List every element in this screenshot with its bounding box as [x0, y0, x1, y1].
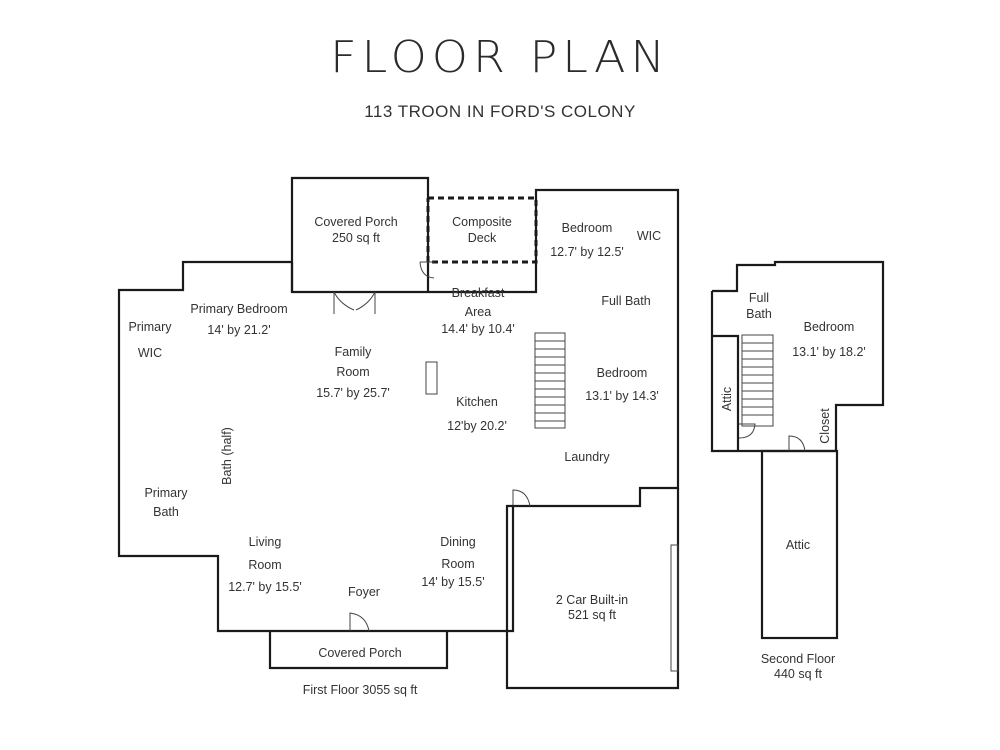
- family-room-size: 15.7' by 25.7': [316, 386, 390, 400]
- garage-wall: [505, 488, 680, 690]
- breakfast-area-label: Breakfast: [452, 286, 505, 300]
- kitchen-label: Kitchen: [456, 395, 498, 409]
- bedroom-mid-size: 13.1' by 14.3': [585, 389, 659, 403]
- covered-porch-bottom-label: Covered Porch: [318, 646, 401, 660]
- wic-label: WIC: [637, 229, 661, 243]
- living-room-size: 12.7' by 15.5': [228, 580, 302, 594]
- primary-bath-label-2: Bath: [153, 505, 179, 519]
- attic-left-label: Attic: [720, 387, 734, 411]
- garage-area: 521 sq ft: [568, 608, 616, 622]
- garage-door: [670, 544, 679, 672]
- primary-bath-label: Primary: [144, 486, 188, 500]
- composite-deck-label: Composite: [452, 215, 512, 229]
- door-arc: [512, 489, 531, 507]
- covered-porch-top-label: Covered Porch: [314, 215, 397, 229]
- dining-room-label: Dining: [440, 535, 475, 549]
- bedroom-top-label: Bedroom: [562, 221, 613, 235]
- first-floor-outer-wall: [117, 176, 680, 633]
- french-door: [333, 291, 376, 314]
- attic-left-wall: [712, 334, 740, 451]
- kitchen-size: 12'by 20.2': [447, 419, 507, 433]
- covered-porch-top-area: 250 sq ft: [332, 231, 380, 245]
- composite-deck-outline: [426, 196, 538, 264]
- laundry-label: Laundry: [564, 450, 610, 464]
- second-bedroom-label: Bedroom: [804, 320, 855, 334]
- door-arc: [419, 261, 435, 279]
- door-arc: [738, 423, 756, 439]
- breakfast-area-size: 14.4' by 10.4': [441, 322, 515, 336]
- door-arc: [349, 612, 370, 632]
- second-bedroom-size: 13.1' by 18.2': [792, 345, 866, 359]
- kitchen-island: [425, 361, 438, 395]
- second-floor-area: 440 sq ft: [774, 667, 822, 681]
- closet-label: Closet: [818, 408, 832, 444]
- attic-bottom-outline: [760, 449, 839, 640]
- full-bath-label: Full Bath: [601, 294, 650, 308]
- breakfast-area-label-2: Area: [465, 305, 491, 319]
- first-floor-caption: First Floor 3055 sq ft: [303, 683, 418, 697]
- bath-half-label: Bath (half): [220, 427, 234, 485]
- composite-deck-label-2: Deck: [468, 231, 497, 245]
- garage-label: 2 Car Built-in: [556, 593, 628, 607]
- primary-bedroom-size: 14' by 21.2': [207, 323, 270, 337]
- dining-room-size: 14' by 15.5': [421, 575, 484, 589]
- second-full-bath-label: Full: [749, 291, 769, 305]
- family-room-label-2: Room: [336, 365, 369, 379]
- primary-wic-label: Primary: [128, 320, 172, 334]
- door-arc: [788, 435, 806, 452]
- family-room-label: Family: [335, 345, 373, 359]
- foyer-label: Foyer: [348, 585, 380, 599]
- page-title: FLOOR PLAN: [330, 31, 670, 83]
- page-subtitle: 113 TROON IN FORD'S COLONY: [364, 102, 636, 121]
- living-room-label: Living: [249, 535, 282, 549]
- bedroom-mid-label: Bedroom: [597, 366, 648, 380]
- first-floor-plan: [117, 176, 680, 690]
- primary-wic-label-2: WIC: [138, 346, 162, 360]
- dining-room-label-2: Room: [441, 557, 474, 571]
- covered-porch-bottom-outline: [268, 631, 449, 670]
- stairs: [534, 332, 566, 429]
- second-full-bath-label-2: Bath: [746, 307, 772, 321]
- second-floor-caption: Second Floor: [761, 652, 835, 666]
- attic-bottom-label: Attic: [786, 538, 810, 552]
- bedroom-top-size: 12.7' by 12.5': [550, 245, 624, 259]
- living-room-label-2: Room: [248, 558, 281, 572]
- second-floor-plan: [710, 260, 885, 640]
- second-floor-stairs: [741, 334, 774, 427]
- primary-bedroom-label: Primary Bedroom: [190, 302, 287, 316]
